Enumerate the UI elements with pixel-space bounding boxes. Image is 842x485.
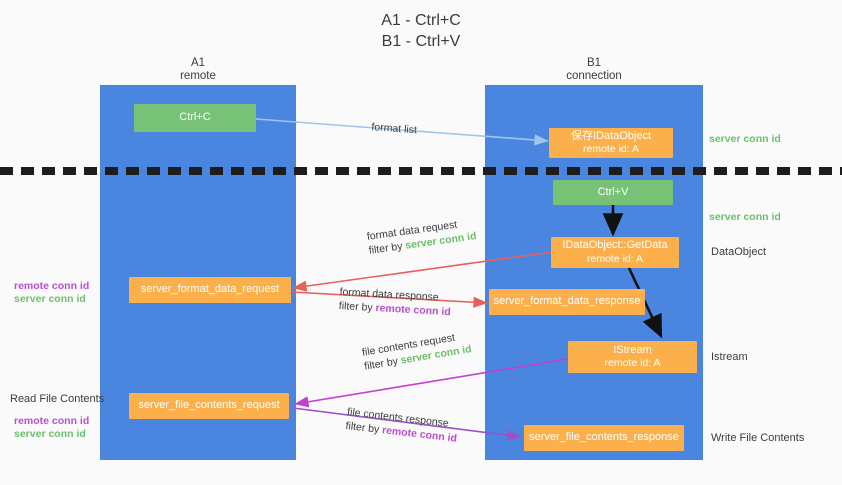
edge-label-file-contents-request: file contents request filter by server c… [361,328,473,373]
box-getdata-line2: remote id: A [586,252,644,265]
box-ctrl-v-label: Ctrl+V [597,185,629,198]
box-save-idataobject[interactable]: 保存IDataObject remote id: A [549,128,673,158]
filter-by-text: filter by [344,419,383,437]
box-ctrl-c[interactable]: Ctrl+C [134,104,256,132]
box-server-format-data-request-label: server_format_data_request [140,283,280,296]
right-label-istream: Istream [711,351,748,363]
lane-header-a1: A1 remote [180,57,216,82]
left-label-server-conn-id-2: server conn id [14,428,86,440]
box-ctrl-v[interactable]: Ctrl+V [553,180,673,205]
box-istream-line1: IStream [613,343,652,356]
left-label-server-conn-id-1: server conn id [14,293,86,305]
box-getdata-line1: IDataObject::GetData [562,239,668,251]
box-server-file-contents-request-label: server_file_contents_request [138,399,280,412]
lane-header-b1: B1 connection [566,57,622,82]
right-label-dataobject: DataObject [711,246,767,258]
right-label-write-file-contents: Write File Contents [711,432,805,444]
left-label-remote-conn-id-2: remote conn id [14,415,90,427]
edge-label-format-list: format list [371,120,417,137]
box-server-format-data-response-label: server_format_data_response [493,295,641,308]
box-server-file-contents-response-label: server_file_contents_response [529,431,679,444]
edge-label-format-list-text: format list [371,120,418,137]
edge-label-format-data-response: format data response filter by remote co… [338,285,451,319]
edge-label-format-data-request: format data request filter by server con… [366,215,477,257]
box-server-format-data-request[interactable]: server_format_data_request [129,277,291,303]
box-server-file-contents-response[interactable]: server_file_contents_response [524,425,684,451]
box-istream[interactable]: IStream remote id: A [568,341,697,373]
box-server-file-contents-request[interactable]: server_file_contents_request [129,393,289,419]
page-title: A1 - Ctrl+C B1 - Ctrl+V [381,12,461,50]
phase-divider [0,167,842,175]
remote-conn-id-key: remote conn id [375,302,452,319]
box-idataobject-getdata[interactable]: IDataObject::GetData remote id: A [551,237,679,268]
filter-by-text: filter by [338,299,376,315]
box-save-idataobject-line1: 保存IDataObject [570,129,652,142]
right-label-server-conn-id-top: server conn id [709,133,781,145]
right-label-server-conn-id-mid: server conn id [709,211,781,223]
filter-by-text: filter by [368,239,407,257]
edge-label-file-contents-response: file contents response filter by remote … [345,405,460,446]
box-server-format-data-response[interactable]: server_format_data_response [489,289,645,315]
left-label-remote-conn-id-1: remote conn id [14,280,90,292]
box-save-idataobject-line2: remote id: A [582,143,640,155]
left-label-read-file-contents: Read File Contents [10,393,105,405]
box-ctrl-c-label: Ctrl+C [179,111,211,124]
box-istream-line2: remote id: A [604,357,661,369]
